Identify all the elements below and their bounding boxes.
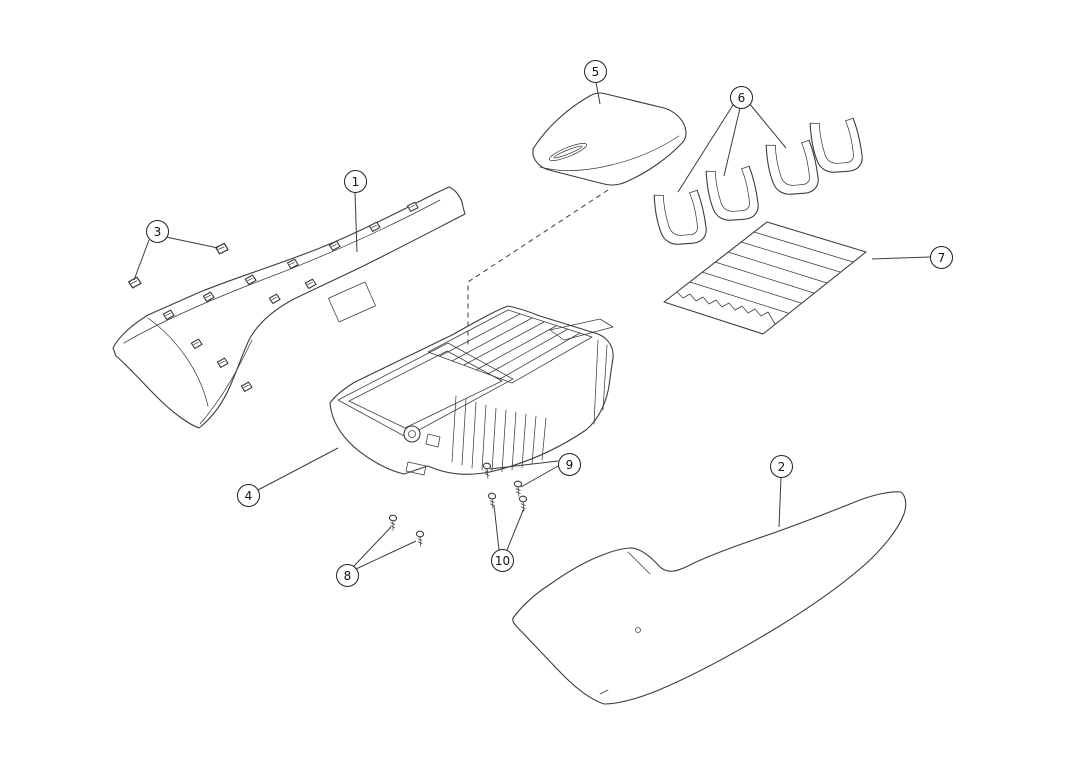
part-7-ribbed-mat[interactable]: [663, 221, 867, 335]
callout-6-leader-b: [723, 107, 741, 177]
callout-7[interactable]: 7: [930, 246, 953, 269]
callout-6-leader-a: [677, 104, 734, 193]
part-2-side-trim-panel[interactable]: [512, 491, 907, 705]
callout-5[interactable]: 5: [584, 60, 607, 83]
callout-6-leader-c: [748, 102, 787, 149]
callout-2[interactable]: 2: [770, 455, 793, 478]
callout-8-leader-a: [353, 526, 392, 567]
part-3-mounting-clips[interactable]: [127, 242, 230, 290]
callout-10[interactable]: 10: [491, 549, 514, 572]
callout-10-leader-b: [506, 507, 525, 551]
callout-1[interactable]: 1: [344, 170, 367, 193]
callout-8[interactable]: 8: [336, 564, 359, 587]
callout-3[interactable]: 3: [146, 220, 169, 243]
callout-7-leader: [871, 256, 931, 260]
callout-2-leader: [778, 476, 782, 528]
callout-3-leader-b: [165, 236, 219, 249]
callout-8-leader-b: [355, 540, 417, 570]
callout-3-leader-a: [133, 239, 150, 281]
callout-4-leader: [257, 447, 339, 491]
part-10-screws[interactable]: [486, 492, 528, 512]
callout-9[interactable]: 9: [558, 453, 581, 476]
callout-4[interactable]: 4: [237, 484, 260, 507]
part-1-upper-trim-panel[interactable]: [112, 186, 466, 429]
part-5-lid-panel[interactable]: [532, 92, 687, 186]
callout-5-leader: [595, 81, 601, 105]
part-8-screws[interactable]: [386, 513, 425, 547]
part-4-console-body[interactable]: [329, 305, 614, 476]
callout-1-leader: [354, 191, 358, 253]
callout-9-leader-b: [520, 465, 559, 488]
assembly-guide-line: [467, 189, 609, 348]
callout-leader-lines: [133, 81, 931, 570]
callout-9-leader-a: [489, 460, 559, 470]
callout-10-leader-a: [493, 504, 500, 551]
callout-6[interactable]: 6: [730, 86, 753, 109]
